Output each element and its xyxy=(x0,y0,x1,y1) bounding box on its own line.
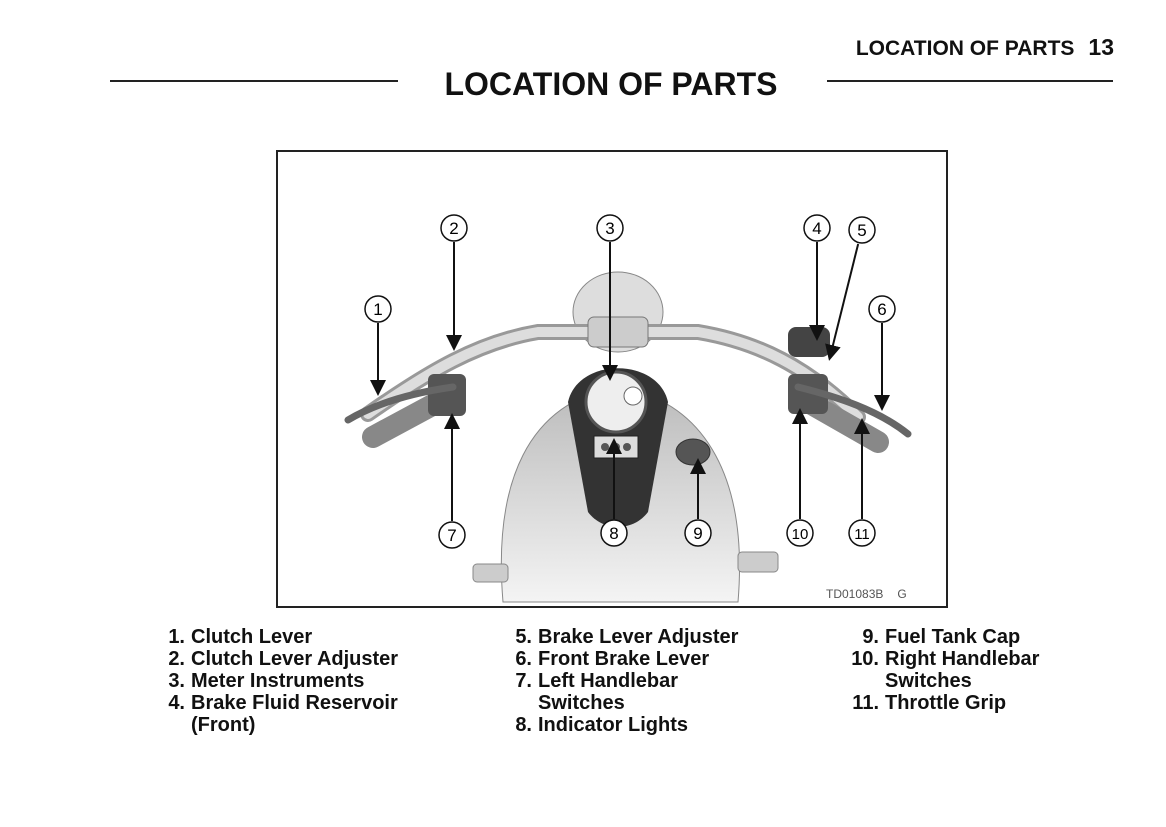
callout-circle xyxy=(364,295,392,323)
legend-number: 10. xyxy=(851,648,879,670)
legend-number xyxy=(510,692,532,714)
legend-number: 3. xyxy=(168,670,185,692)
legend-column-1: 1. Clutch Lever 2. Clutch Lever Adjuster 3. M… xyxy=(163,626,398,736)
callout-circle xyxy=(868,295,896,323)
legend-label: Left Handlebar xyxy=(538,670,679,692)
legend-label: Front Brake Lever xyxy=(538,648,710,670)
callout-circle xyxy=(600,519,628,547)
callout-arrow xyxy=(825,243,860,361)
callout-circle xyxy=(596,214,624,242)
legend-item: 4. Brake Fluid Reservoir xyxy=(163,692,398,714)
legend-number: 9. xyxy=(862,626,879,648)
legend-number: 5. xyxy=(515,626,532,648)
section-name: LOCATION OF PARTS xyxy=(855,37,1075,60)
legend-number: 4. xyxy=(168,692,185,714)
legend-number: 8. xyxy=(515,714,532,736)
callout-7: 7 xyxy=(438,413,466,549)
legend-item: 11. Throttle Grip xyxy=(847,692,1039,714)
page-title: LOCATION OF PARTS xyxy=(444,66,778,102)
legend-label: Right Handlebar xyxy=(885,648,1040,670)
callout-9: 9 xyxy=(684,458,712,547)
legend-item: 2. Clutch Lever Adjuster xyxy=(163,648,398,670)
callout-number: 3 xyxy=(605,219,614,238)
legend-number xyxy=(847,670,879,692)
legend-number: 6. xyxy=(515,648,532,670)
callout-3: 3 xyxy=(596,214,624,381)
callout-11: 11 xyxy=(848,418,876,547)
callout-number: 6 xyxy=(877,300,886,319)
legend-label: Switches xyxy=(538,692,625,714)
callout-circle xyxy=(848,519,876,547)
legend-number: 7. xyxy=(515,670,532,692)
legend-label: Brake Lever Adjuster xyxy=(538,626,739,648)
callout-1: 1 xyxy=(364,295,392,396)
callout-number: 8 xyxy=(609,524,618,543)
legend-label: Clutch Lever Adjuster xyxy=(191,648,399,670)
legend-item: 5. Brake Lever Adjuster xyxy=(510,626,738,648)
callout-circle xyxy=(848,216,876,244)
legend-label: Brake Fluid Reservoir xyxy=(191,692,398,714)
callout-circle xyxy=(440,214,468,242)
legend-item: 9. Fuel Tank Cap xyxy=(847,626,1039,648)
callout-8: 8 xyxy=(600,438,628,547)
callout-circle xyxy=(786,519,814,547)
callout-number: 4 xyxy=(812,219,821,238)
callout-number: 7 xyxy=(447,526,456,545)
callout-number: 10 xyxy=(792,526,809,543)
legend-number: 2. xyxy=(168,648,185,670)
callout-number: 11 xyxy=(854,526,870,543)
page-number: 13 xyxy=(1088,34,1114,60)
legend-item: 7. Left Handlebar xyxy=(510,670,738,692)
legend-item: 3. Meter Instruments xyxy=(163,670,398,692)
title-rule-left xyxy=(110,80,398,82)
callout-number: 9 xyxy=(693,524,702,543)
legend-item: Switches xyxy=(847,670,1039,692)
legend-label: Meter Instruments xyxy=(191,670,365,692)
callout-2: 2 xyxy=(440,214,468,351)
legend-item: (Front) xyxy=(163,714,398,736)
legend-item: 1. Clutch Lever xyxy=(163,626,398,648)
callout-circle xyxy=(803,214,831,242)
callout-circle xyxy=(438,521,466,549)
legend-label: (Front) xyxy=(191,714,256,736)
legend-label: Indicator Lights xyxy=(538,714,688,736)
legend-label: Clutch Lever xyxy=(191,626,313,648)
legend-label: Throttle Grip xyxy=(885,692,1007,714)
callout-number: 2 xyxy=(449,219,458,238)
title-rule-right xyxy=(827,80,1113,82)
legend-column-2: 5. Brake Lever Adjuster 6. Front Brake Leve… xyxy=(510,626,738,736)
callout-4: 4 xyxy=(803,214,831,341)
callout-6: 6 xyxy=(868,295,896,411)
legend-item: 8. Indicator Lights xyxy=(510,714,738,736)
legend-item: 6. Front Brake Lever xyxy=(510,648,738,670)
callout-5: 5 xyxy=(825,216,876,361)
running-header: LOCATION OF PARTS 13 xyxy=(856,34,1114,61)
callout-number: 5 xyxy=(857,221,866,240)
legend-number xyxy=(163,714,185,736)
callout-circle xyxy=(684,519,712,547)
legend-number: 11. xyxy=(852,692,879,714)
callout-10: 10 xyxy=(786,408,814,547)
legend-label: Fuel Tank Cap xyxy=(885,626,1021,648)
legend-label: Switches xyxy=(885,670,972,692)
legend-item: 10. Right Handlebar xyxy=(847,648,1039,670)
callout-number: 1 xyxy=(373,300,382,319)
legend-number: 1. xyxy=(168,626,185,648)
legend-item: Switches xyxy=(510,692,738,714)
